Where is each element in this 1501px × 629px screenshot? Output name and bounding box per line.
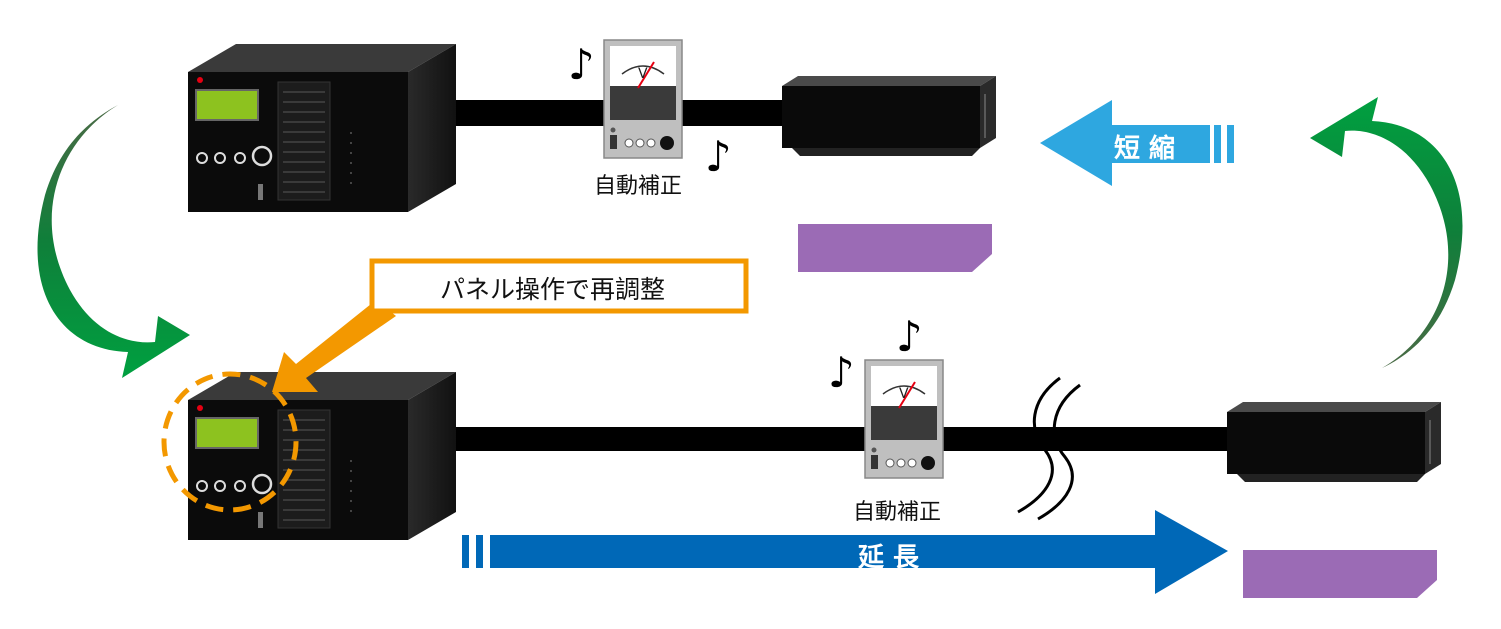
auto-correct-label-top: 自動補正 [594, 174, 683, 199]
cycle-arrow-right-icon [1310, 97, 1463, 368]
load-device-bottom-icon [1226, 401, 1442, 599]
music-note-icon: ♪ [705, 132, 732, 181]
voltmeter-bottom-icon [864, 359, 944, 479]
callout-pointer-icon [272, 300, 396, 392]
extend-arrow-icon [462, 510, 1228, 594]
shorten-label: 短 縮 [1114, 134, 1176, 164]
cycle-arrow-left-icon [37, 105, 190, 378]
voltmeter-top-icon [603, 39, 683, 159]
cable-top [408, 100, 783, 126]
power-supply-top-icon [186, 42, 458, 214]
meter-scale-top: V [638, 66, 648, 82]
callout-box [369, 258, 749, 314]
auto-correct-label-bottom: 自動補正 [853, 500, 942, 525]
load-device-top-icon [781, 75, 997, 273]
extend-label: 延 長 [858, 543, 920, 573]
music-note-icon: ♪ [896, 312, 923, 361]
meter-scale-bottom: V [899, 386, 909, 402]
cable-bottom [408, 427, 1233, 451]
panel-highlight-circle [161, 371, 299, 513]
shorten-arrow-icon [1040, 100, 1234, 186]
music-note-icon: ♪ [828, 348, 855, 397]
callout-text: パネル操作で再調整 [440, 275, 666, 304]
cable-break-icon [1017, 376, 1081, 521]
power-supply-bottom-icon [186, 370, 458, 542]
music-note-icon: ♪ [568, 40, 595, 89]
